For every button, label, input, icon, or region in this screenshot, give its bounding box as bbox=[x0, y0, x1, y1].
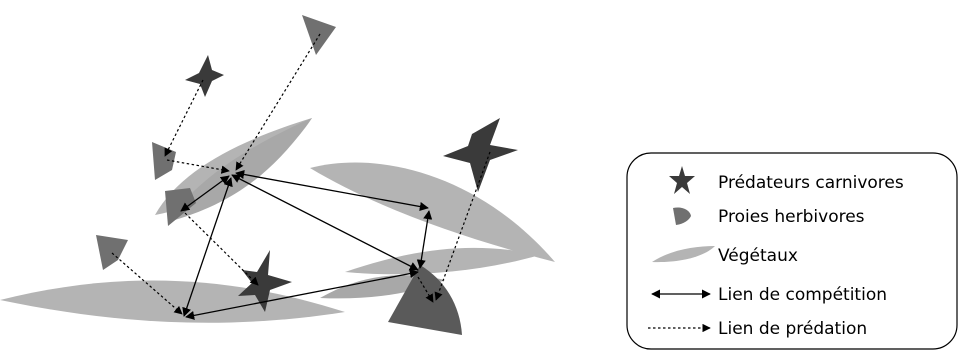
leaf-shape bbox=[345, 248, 540, 274]
predation-arrow bbox=[165, 80, 203, 156]
leaf-shape bbox=[0, 280, 345, 322]
leaf-shape bbox=[310, 163, 555, 262]
legend-label: Prédateurs carnivores bbox=[718, 173, 904, 193]
prey-wedge bbox=[96, 235, 128, 270]
legend-label: Végétaux bbox=[718, 246, 798, 266]
legend: Prédateurs carnivores Proies herbivores … bbox=[627, 153, 957, 349]
legend-label: Lien de prédation bbox=[718, 319, 867, 339]
legend-label: Proies herbivores bbox=[718, 207, 865, 227]
predator-star bbox=[443, 118, 518, 192]
legend-label: Lien de compétition bbox=[718, 285, 887, 305]
predator-star bbox=[185, 55, 224, 97]
predation-arrow bbox=[185, 213, 258, 285]
